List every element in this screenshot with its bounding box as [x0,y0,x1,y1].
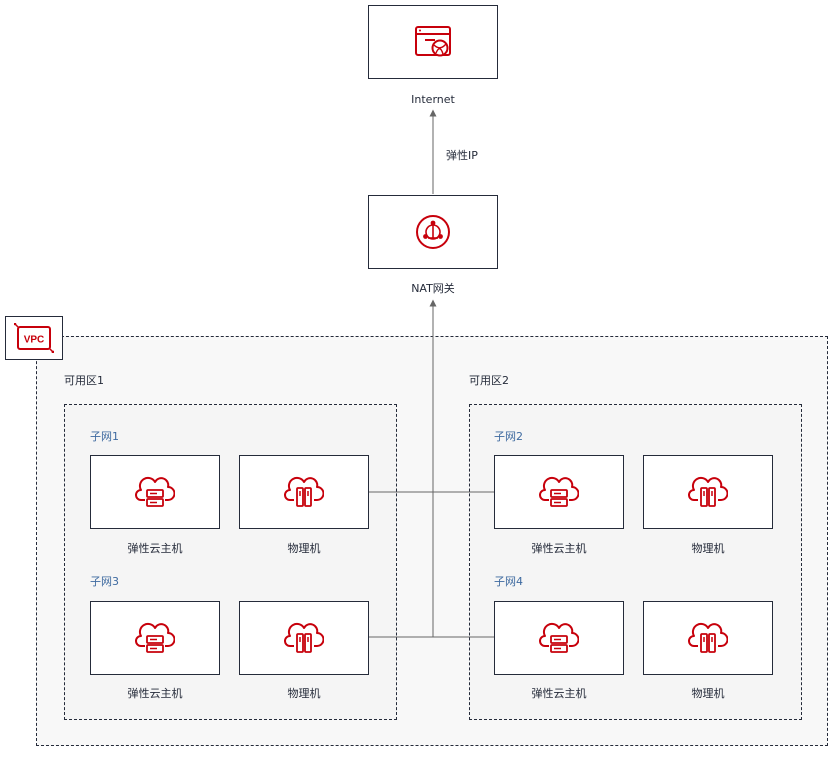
vpc-badge: VPC [5,316,63,360]
nat-gateway-node [368,195,498,269]
subnet-label-4: 子网4 [494,575,523,588]
subnet-label-1: 子网1 [90,430,119,443]
ecs-label: 弹性云主机 [127,687,183,700]
bms-label: 物理机 [287,542,321,555]
subnet-label-2: 子网2 [494,430,523,443]
ecs-node [90,455,220,529]
cloud-server-icon [135,476,175,507]
physical-server-icon [688,476,728,507]
bms-node [239,601,369,675]
ecs-node [494,601,624,675]
zone-label-1: 可用区1 [64,374,104,387]
internet-label: Internet [411,93,455,106]
bms-node [643,455,773,529]
internet-node [368,5,498,79]
bms-node [643,601,773,675]
vpc-icon: VPC [14,323,54,353]
cloud-server-icon [539,476,579,507]
ecs-label: 弹性云主机 [127,542,183,555]
bms-label: 物理机 [691,542,725,555]
physical-server-icon [284,622,324,653]
eip-label: 弹性IP [446,149,478,162]
nat-gateway-label: NAT网关 [411,282,455,295]
ecs-node [90,601,220,675]
physical-server-icon [284,476,324,507]
ecs-node [494,455,624,529]
vpc-badge-text: VPC [24,335,45,346]
cloud-server-icon [135,622,175,653]
bms-label: 物理机 [691,687,725,700]
subnet-label-3: 子网3 [90,575,119,588]
cloud-server-icon [539,622,579,653]
nat-gateway-icon [416,215,450,249]
ecs-label: 弹性云主机 [531,542,587,555]
bms-label: 物理机 [287,687,321,700]
browser-globe-icon [415,26,451,57]
zone-label-2: 可用区2 [469,374,509,387]
ecs-label: 弹性云主机 [531,687,587,700]
physical-server-icon [688,622,728,653]
bms-node [239,455,369,529]
